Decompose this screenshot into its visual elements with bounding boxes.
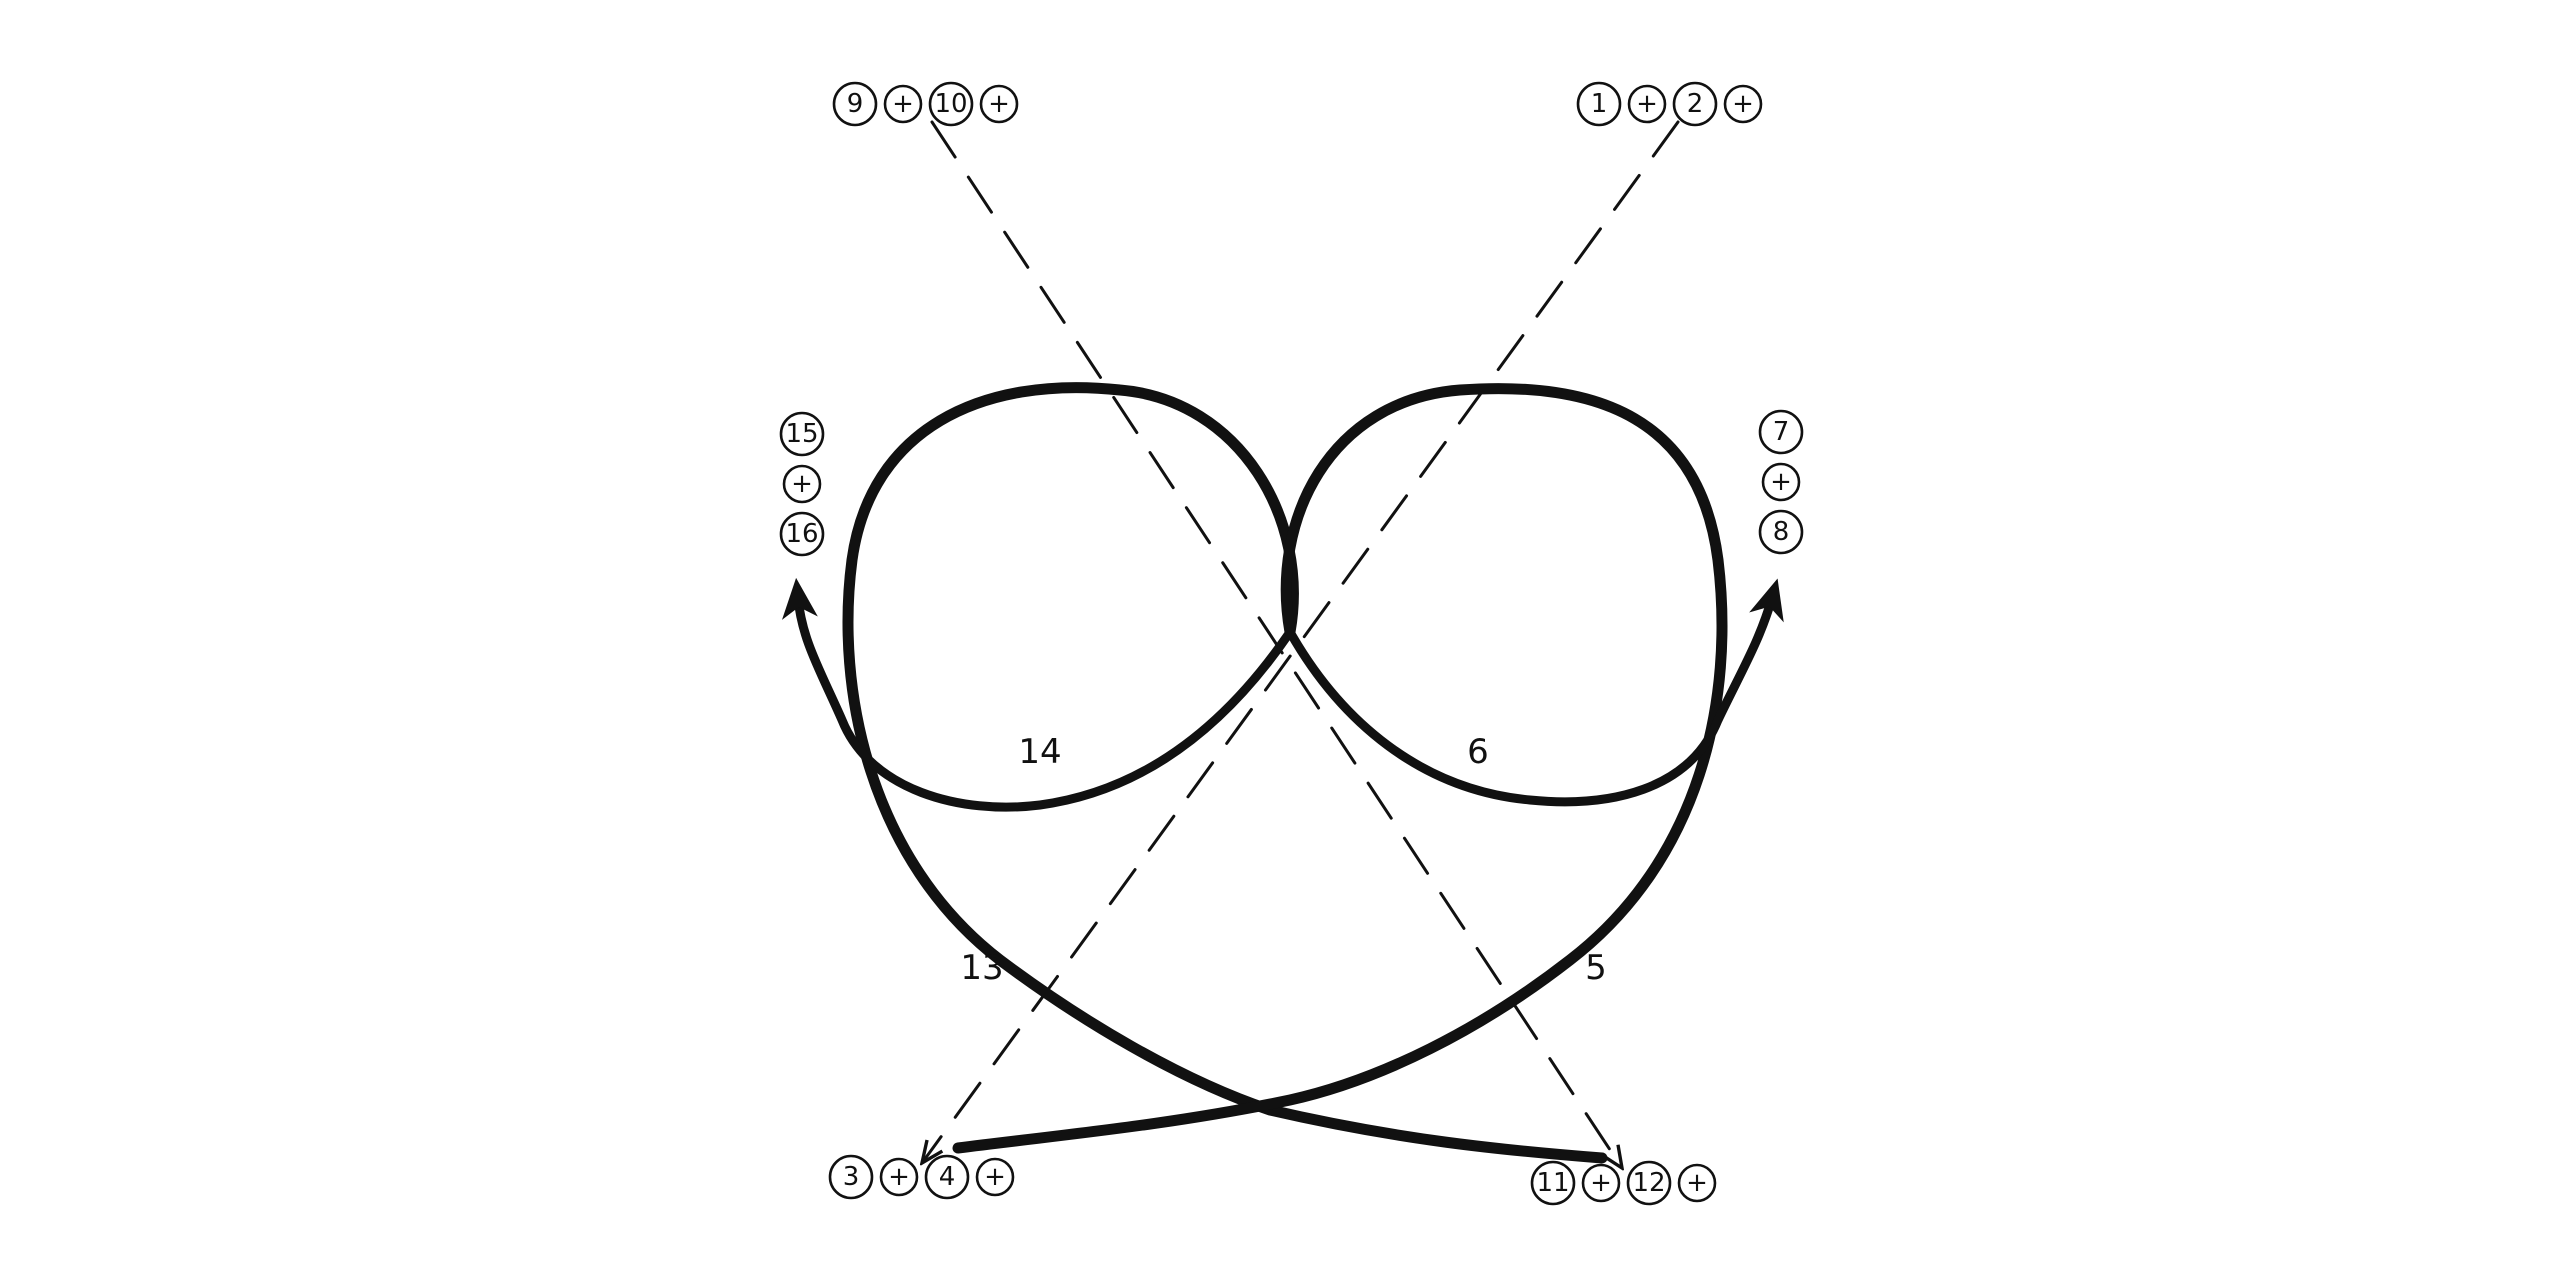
segment-label-right-diagonal: 5 — [1585, 948, 1607, 988]
left-loop-arrow-path — [782, 577, 1295, 812]
number-badge-circle — [1530, 1160, 1576, 1206]
number-badge-circle — [779, 511, 825, 557]
number-badge-circle — [1758, 509, 1804, 555]
badge-group-top-right: 1 +2 + — [1576, 81, 1763, 127]
badge-group-right: 7 +8 — [1758, 409, 1804, 555]
plus-badge-circle — [975, 1157, 1015, 1197]
badge-group-left: 15 +16 — [779, 411, 825, 557]
number-badge-label: 11 — [1536, 1168, 1569, 1198]
plus-badge-circle — [1761, 462, 1801, 502]
plus-badge-label: + — [1590, 1168, 1612, 1198]
plus-badge-label: + — [988, 89, 1010, 119]
number-badge-circle — [1672, 81, 1718, 127]
number-badge-label: 3 — [843, 1162, 860, 1192]
plus-badge-label: + — [791, 469, 813, 499]
plus-badge-circle — [1723, 84, 1763, 124]
plus-badge-label: + — [1770, 467, 1792, 497]
plus-badge-circle — [1677, 1163, 1717, 1203]
number-badge-label: 10 — [934, 89, 967, 119]
number-badge-label: 15 — [785, 419, 818, 449]
number-badge-circle — [1626, 1160, 1672, 1206]
number-badge-circle — [1576, 81, 1622, 127]
number-badge-circle — [928, 81, 974, 127]
number-badge-circle — [832, 81, 878, 127]
plus-badge-label: + — [1636, 89, 1658, 119]
plus-badge-circle — [883, 84, 923, 124]
number-badge-label: 2 — [1687, 89, 1704, 119]
number-badge-circle — [779, 411, 825, 457]
number-badge-circle — [924, 1154, 970, 1200]
plus-badge-circle — [782, 464, 822, 504]
segment-label-left-loop: 14 — [1018, 732, 1061, 772]
right-loop-arrow-path — [1285, 578, 1784, 807]
badge-group-bottom-right: 11 +12 + — [1530, 1160, 1717, 1206]
plus-badge-circle — [1581, 1163, 1621, 1203]
number-badge-label: 4 — [939, 1162, 956, 1192]
segment-label-left-diagonal: 13 — [960, 948, 1003, 988]
number-badge-label: 16 — [785, 519, 818, 549]
plus-badge-label: + — [892, 89, 914, 119]
number-badge-label: 8 — [1773, 517, 1790, 547]
left-loop-path — [842, 382, 1608, 1164]
plus-badge-circle — [1627, 84, 1667, 124]
badge-group-bottom-left: 3 +4 + — [828, 1154, 1015, 1200]
number-badge-label: 1 — [1591, 89, 1608, 119]
number-badge-label: 7 — [1773, 417, 1790, 447]
number-badge-label: 12 — [1632, 1168, 1665, 1198]
plus-badge-label: + — [1732, 89, 1754, 119]
segment-label-right-loop: 6 — [1467, 732, 1489, 772]
plus-badge-label: + — [888, 1162, 910, 1192]
number-badge-label: 9 — [847, 89, 864, 119]
plus-badge-label: + — [1686, 1168, 1708, 1198]
right-loop-path — [952, 383, 1728, 1154]
plus-badge-circle — [979, 84, 1019, 124]
number-badge-circle — [828, 1154, 874, 1200]
number-badge-circle — [1758, 409, 1804, 455]
plus-badge-circle — [879, 1157, 919, 1197]
badge-group-top-left: 9 +10 + — [832, 81, 1019, 127]
plus-badge-label: + — [984, 1162, 1006, 1192]
